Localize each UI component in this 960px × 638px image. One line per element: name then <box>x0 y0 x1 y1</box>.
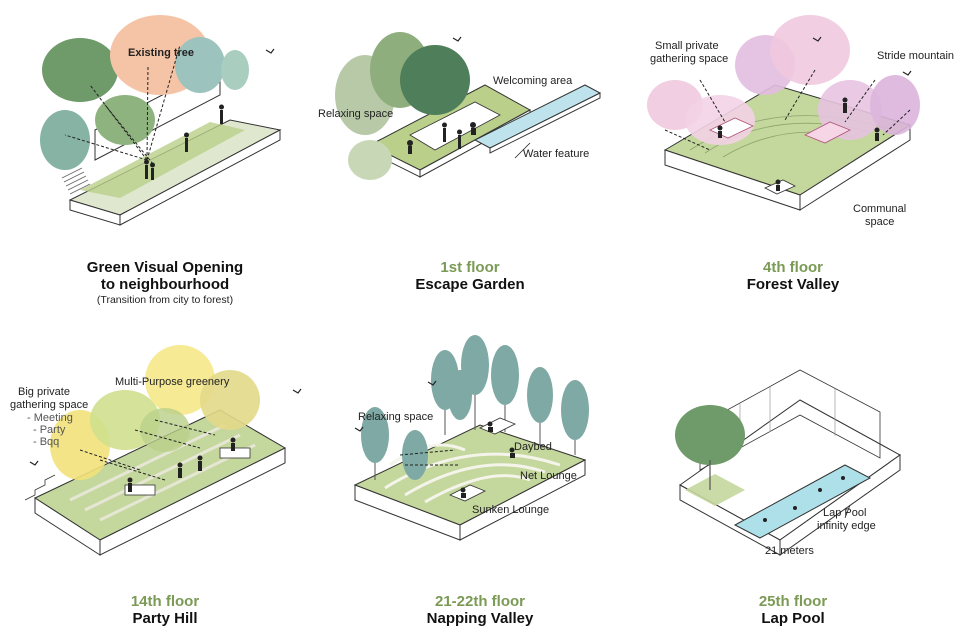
caption-green-visual-opening: Green Visual Opening to neighbourhood (T… <box>15 259 315 307</box>
annotation-daybed: Daybed <box>514 441 552 453</box>
annotation-net-lounge: Net Lounge <box>520 470 577 482</box>
annotation-existing-tree: Existing tree <box>128 47 195 59</box>
diagram-party-hill: Multi-Purpose greenery Big private gathe… <box>10 340 305 590</box>
annotation-party: - Party <box>33 424 66 436</box>
panel-floor-label: 14th floor <box>130 593 200 610</box>
panel-title-line: Lap Pool <box>761 610 825 627</box>
panel-title-line: to neighbourhood <box>100 276 230 293</box>
panel-floor-label: 25th floor <box>758 593 828 610</box>
caption-forest-valley: 4th floor Forest Valley <box>643 259 943 293</box>
diagram-forest-valley: Small private gathering space Stride mou… <box>645 10 954 260</box>
annotation-multi-purpose-greenery: Multi-Purpose greenery <box>115 376 230 388</box>
panel-title-line: Green Visual Opening <box>86 259 244 276</box>
annotation-lap-pool: Lap Pool <box>823 507 867 519</box>
panel-title-line: Napping Valley <box>426 610 534 627</box>
annotation-gathering-space: gathering space <box>650 53 729 65</box>
diagram-escape-garden: Welcoming area Relaxing space Water feat… <box>318 10 615 260</box>
caption-napping-valley: 21-22th floor Napping Valley <box>330 593 630 627</box>
diagram-lap-pool: Lap Pool infinity edge 21 meters <box>645 340 935 590</box>
panel-floor-label: 21-22th floor <box>434 593 525 610</box>
caption-lap-pool: 25th floor Lap Pool <box>643 593 943 627</box>
panel-title-line: Party Hill <box>132 610 198 627</box>
panel-floor-label: 1st floor <box>440 259 500 276</box>
annotation-meeting: - Meeting <box>27 412 73 424</box>
annotation-small-private: Small private <box>655 40 719 52</box>
diagram-napping-valley: Relaxing space Daybed Net Lounge Sunken … <box>330 335 620 590</box>
annotation-21-meters: 21 meters <box>765 545 814 557</box>
caption-party-hill: 14th floor Party Hill <box>15 593 315 627</box>
panel-title-line: Escape Garden <box>415 276 525 293</box>
panel-floor-label: 4th floor <box>763 259 823 276</box>
annotation-relaxing-space: Relaxing space <box>318 108 394 120</box>
panel-title-line: Forest Valley <box>746 276 840 293</box>
annotation-big-private: Big private <box>18 386 70 398</box>
caption-escape-garden: 1st floor Escape Garden <box>320 259 620 293</box>
annotation-space: space <box>865 216 895 228</box>
annotation-gathering-space: gathering space <box>10 399 89 411</box>
annotation-sunken-lounge: Sunken Lounge <box>472 504 550 516</box>
annotation-water-feature: Water feature <box>523 148 590 160</box>
annotation-bqq: - Bqq <box>33 436 60 448</box>
diagram-green-visual-opening: Existing tree <box>20 10 310 260</box>
annotation-relaxing-space: Relaxing space <box>358 411 434 423</box>
annotation-infinity-edge: infinity edge <box>817 520 876 532</box>
annotation-stride-mountain: Stride mountain <box>877 50 955 62</box>
panel-note: (Transition from city to forest) <box>96 294 234 306</box>
annotation-communal: Communal <box>853 203 907 215</box>
annotation-welcoming-area: Welcoming area <box>493 75 573 87</box>
